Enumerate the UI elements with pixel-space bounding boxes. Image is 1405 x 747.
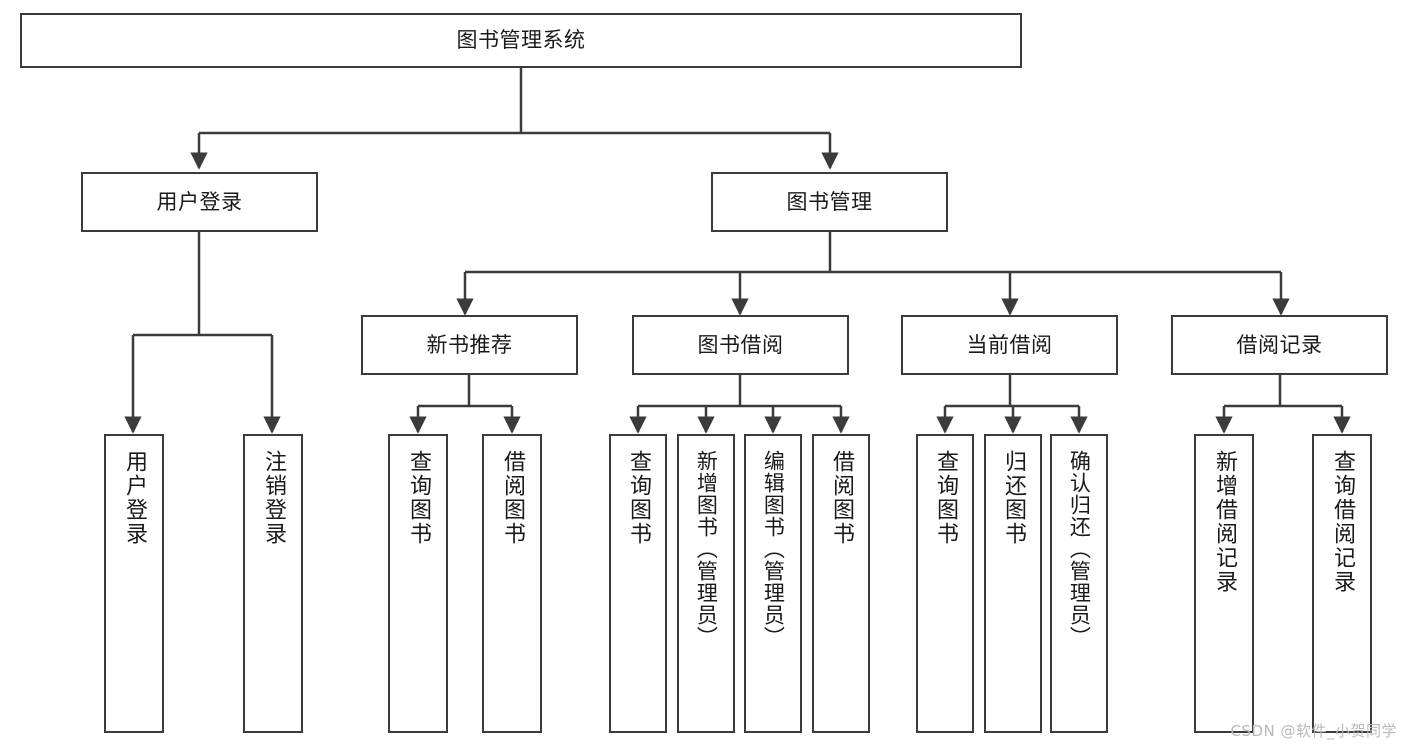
node-label: 图书借阅 <box>697 332 784 357</box>
leaf-edit-book-admin[interactable]: 编辑图书（管理员） <box>744 434 802 733</box>
leaf-query-book-recommend[interactable]: 查询图书 <box>388 434 448 733</box>
node-label: 当前借阅 <box>966 332 1053 357</box>
leaf-add-borrow-record[interactable]: 新增借阅记录 <box>1194 434 1254 733</box>
node-label: 新增图书（管理员） <box>694 450 719 648</box>
node-label: 查询图书 <box>405 450 431 546</box>
leaf-user-login[interactable]: 用户登录 <box>104 434 164 733</box>
node-book-management[interactable]: 图书管理 <box>711 172 948 232</box>
node-new-book-recommend[interactable]: 新书推荐 <box>361 315 578 375</box>
node-current-borrow[interactable]: 当前借阅 <box>901 315 1118 375</box>
node-book-borrow[interactable]: 图书借阅 <box>632 315 849 375</box>
node-label: 查询图书 <box>625 450 651 546</box>
node-label: 新增借阅记录 <box>1211 450 1237 594</box>
node-label: 图书管理系统 <box>456 28 586 52</box>
node-root-system[interactable]: 图书管理系统 <box>20 13 1022 68</box>
node-user-login[interactable]: 用户登录 <box>81 172 318 232</box>
leaf-add-book-admin[interactable]: 新增图书（管理员） <box>677 434 735 733</box>
node-label: 借阅图书 <box>828 450 854 546</box>
leaf-query-borrow-record[interactable]: 查询借阅记录 <box>1312 434 1372 733</box>
node-label: 查询图书 <box>932 450 958 546</box>
leaf-borrow-book-recommend[interactable]: 借阅图书 <box>482 434 542 733</box>
node-label: 注销登录 <box>260 450 286 546</box>
node-label: 图书管理 <box>786 189 873 214</box>
node-label: 用户登录 <box>156 189 243 214</box>
csdn-watermark: CSDN @软件_小贺同学 <box>1230 722 1397 740</box>
leaf-query-book-borrow[interactable]: 查询图书 <box>609 434 667 733</box>
node-label: 编辑图书（管理员） <box>761 450 786 648</box>
leaf-query-book-current[interactable]: 查询图书 <box>916 434 974 733</box>
leaf-user-logout[interactable]: 注销登录 <box>243 434 303 733</box>
node-label: 确认归还（管理员） <box>1067 450 1092 648</box>
leaf-confirm-return-admin[interactable]: 确认归还（管理员） <box>1050 434 1108 733</box>
node-label: 新书推荐 <box>426 332 513 357</box>
node-label: 借阅记录 <box>1236 332 1323 357</box>
node-label: 借阅图书 <box>499 450 525 546</box>
node-borrow-record[interactable]: 借阅记录 <box>1171 315 1388 375</box>
node-label: 查询借阅记录 <box>1329 450 1355 594</box>
leaf-borrow-book-borrow[interactable]: 借阅图书 <box>812 434 870 733</box>
node-label: 归还图书 <box>1000 450 1026 546</box>
node-label: 用户登录 <box>121 450 147 546</box>
leaf-return-book[interactable]: 归还图书 <box>984 434 1042 733</box>
